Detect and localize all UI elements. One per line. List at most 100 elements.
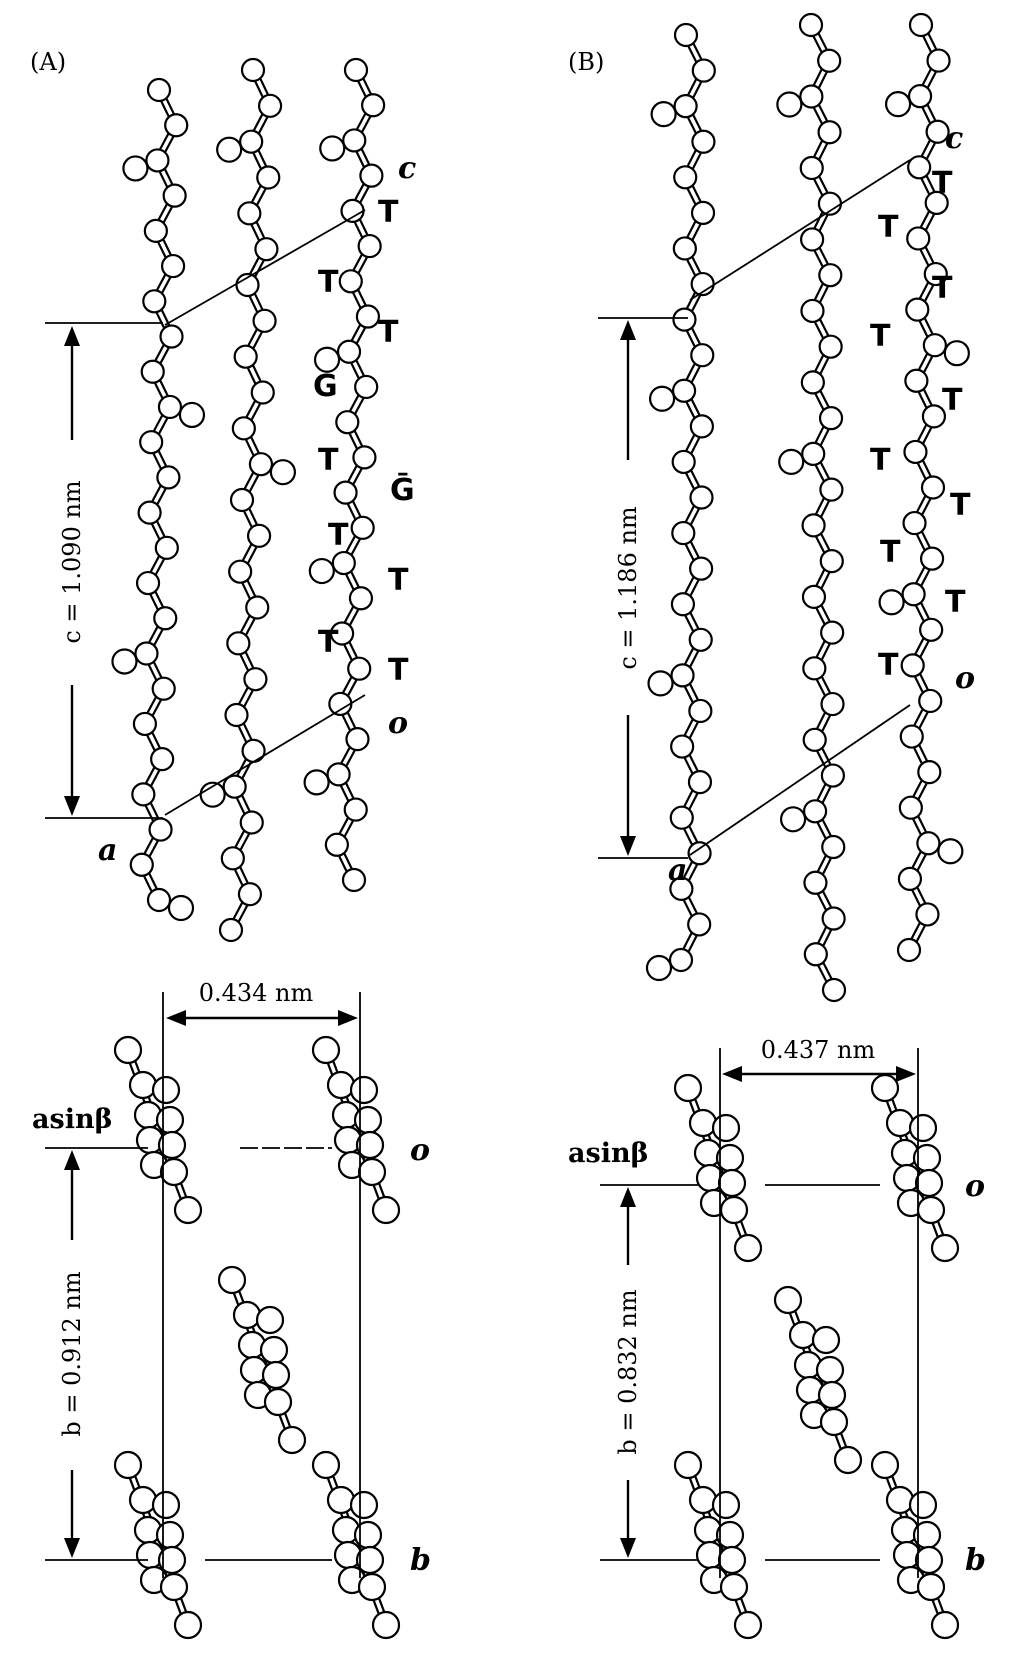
chain-atom [673, 22, 699, 48]
end-atom [113, 1035, 143, 1065]
chain-atom [688, 698, 713, 724]
chain-atom [222, 774, 247, 799]
end-atom [326, 1070, 356, 1100]
panel-b-conf-label: T [870, 319, 891, 354]
end-atom [914, 1168, 944, 1198]
chain-atom [162, 183, 187, 208]
end-atom [930, 1610, 960, 1640]
chain-atom [908, 12, 934, 38]
side-atom [178, 401, 206, 429]
panel-a-axis-o-end: o [410, 1133, 430, 1168]
chain-atom [143, 218, 168, 243]
chain-atom [256, 165, 281, 190]
panel-b-axis-a: a [668, 853, 687, 888]
chain-atom [673, 165, 698, 190]
end-atom [353, 1520, 383, 1550]
chain-atom [798, 12, 824, 38]
side-atom [776, 91, 803, 118]
side-atom [269, 459, 297, 486]
panel-b-spacing-value: 0.437 nm [761, 1036, 876, 1064]
panel-a-c-value: c = 1.090 nm [58, 480, 86, 644]
chain-atom [328, 691, 353, 717]
chain-atom [907, 84, 933, 109]
end-atom [151, 1490, 181, 1520]
chain-atom [689, 485, 714, 510]
chain-atom [331, 550, 356, 576]
chain-atom [148, 817, 173, 842]
end-atom [277, 1425, 307, 1455]
panel-a-axis-c: c [398, 151, 416, 186]
chain-atom [689, 556, 714, 581]
chain-atom [802, 727, 827, 752]
panel-b-unit-bottom-left [673, 1450, 763, 1640]
chain-atom [687, 770, 713, 795]
side-atom [647, 670, 674, 697]
panel-b-unit-top-left [673, 1073, 763, 1263]
panel-b-unit-center [773, 1285, 863, 1475]
side-atom [648, 385, 676, 412]
end-atom [355, 1130, 385, 1160]
chain-atom [153, 606, 178, 631]
panel-a-axis-o: o [388, 706, 408, 741]
chain-atom [688, 627, 713, 652]
panel-b-label: (B) [568, 48, 604, 76]
chain-atom [240, 57, 266, 83]
chain-atom [159, 324, 184, 349]
chain-atom [802, 799, 828, 824]
end-atom [870, 1450, 900, 1480]
panel-b-c-value: c = 1.186 nm [614, 506, 642, 670]
chain-atom [343, 797, 368, 822]
chain-atom [921, 404, 947, 429]
chain-atom [671, 520, 696, 546]
panel-a-unit-center [217, 1265, 307, 1455]
chain-atom [899, 724, 924, 749]
panel-b-c-dimension: c = 1.186 nm [614, 320, 642, 856]
end-atom [159, 1572, 189, 1602]
end-atom [155, 1520, 185, 1550]
chain-atom [925, 119, 950, 144]
chain-atom [691, 58, 716, 83]
chain-atom [920, 475, 946, 500]
chain-atom [801, 584, 827, 609]
chain-atom [820, 691, 845, 717]
chain-atom [326, 762, 351, 787]
end-atom [815, 1355, 845, 1385]
chain-atom [690, 343, 715, 368]
chain-atom [250, 380, 275, 405]
side-atom [878, 589, 905, 616]
end-atom [311, 1450, 341, 1480]
chain-atom [915, 902, 940, 927]
chain-atom [819, 477, 844, 502]
panel-a: (A) c = 1.090 nm c o a T T T T G T Ḡ T T [30, 48, 431, 1640]
end-atom [371, 1195, 401, 1225]
chain-atom [800, 298, 825, 324]
end-atom [773, 1285, 803, 1315]
chain-atom [689, 414, 714, 439]
end-atom [870, 1073, 900, 1103]
panel-b-axis-c: c [945, 121, 963, 156]
end-atom [349, 1075, 379, 1105]
side-atom [650, 101, 677, 128]
chain-atom [691, 129, 716, 154]
chain-atom [902, 510, 927, 536]
chain-atom [233, 344, 258, 369]
chain-atom [237, 882, 263, 907]
panel-b-conf-label: T [945, 585, 966, 620]
end-atom [688, 1485, 718, 1515]
chain-atom [220, 846, 245, 871]
panel-b-cell-top-line [689, 159, 911, 301]
chain-atom [817, 48, 842, 73]
panel-a-axis-b: b [410, 1543, 431, 1578]
chain-atom [333, 480, 358, 505]
chain-atom [131, 782, 156, 807]
end-atom [311, 1035, 341, 1065]
end-atom [217, 1265, 247, 1295]
chain-atom [235, 272, 260, 298]
chain-atom [345, 727, 370, 752]
panel-a-conf-label: T [318, 265, 339, 300]
panel-b-conf-label: T [950, 488, 971, 523]
side-atom [216, 136, 243, 163]
panel-b-chains [645, 12, 970, 1003]
chain-atom [151, 676, 176, 701]
